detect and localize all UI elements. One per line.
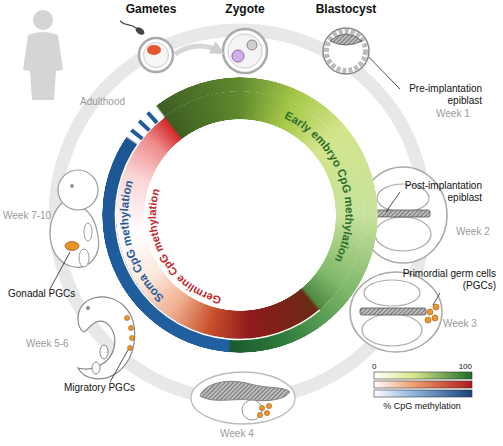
leader-line — [110, 350, 128, 382]
adult-figure — [33, 10, 53, 30]
ring-label: Soma CpG methylation — [118, 179, 166, 305]
callout-label: Pre-implantation epiblast — [388, 83, 482, 107]
cell-outline — [323, 28, 369, 74]
cell-outline — [228, 34, 262, 68]
week3-embryo — [362, 314, 422, 346]
cell-outline — [311, 17, 381, 75]
soma-ticks — [148, 113, 157, 123]
cell-outline — [247, 40, 257, 50]
week-label: Week 4 — [220, 428, 270, 440]
callout-label: Primordial germ cells (PGCs) — [386, 268, 496, 292]
week7-fetus — [84, 223, 92, 241]
week4-embryo — [191, 372, 295, 424]
week-label: Adulthood — [80, 96, 140, 108]
cell-outline — [134, 26, 146, 37]
week5-embryo — [130, 336, 135, 341]
stage-heading: Gametes — [115, 2, 187, 17]
week3-embryo — [350, 272, 442, 352]
week5-embryo — [125, 316, 130, 321]
legend-bar — [374, 372, 472, 379]
cycle-arrow — [175, 46, 221, 54]
week-label: Week 2 — [456, 226, 501, 238]
cell-outline — [223, 29, 267, 73]
week4-embryo — [200, 381, 290, 400]
week7-fetus — [50, 203, 99, 267]
week7-fetus — [50, 170, 99, 267]
leader-line — [50, 252, 70, 289]
week4-embryo — [191, 372, 295, 424]
week2-embryo — [375, 217, 431, 251]
week4-embryo — [242, 400, 262, 420]
ring-label: Early embryo CpG methylation — [283, 109, 356, 264]
week4-embryo — [257, 412, 262, 417]
week-label: Week 7-10 — [3, 210, 53, 222]
week-label: Week 3 — [443, 318, 493, 330]
cell-outline — [144, 43, 169, 68]
germline-embryo-band — [102, 77, 378, 353]
leader-line — [386, 192, 400, 212]
leader-line — [50, 42, 440, 382]
callout-label: Gonadal PGCs — [8, 288, 88, 300]
stage-heading: Zygote — [215, 2, 275, 17]
cell-outline — [120, 21, 136, 28]
cell-outline — [327, 32, 366, 71]
leader-line — [433, 293, 440, 305]
soma-ticks — [139, 121, 149, 130]
week3-embryo — [432, 315, 438, 321]
legend-tick: 0 — [372, 362, 392, 372]
week4-embryo — [259, 405, 264, 410]
legend-bar — [374, 372, 472, 397]
stage-heading: Blastocyst — [311, 2, 381, 17]
callout-label: Post-implantation epiblast — [388, 180, 482, 204]
cell-outline — [215, 17, 275, 75]
week7-fetus — [58, 170, 98, 210]
week4-embryo — [264, 410, 269, 415]
week3-embryo — [425, 304, 439, 323]
legend-title: % CpG methylation — [372, 401, 472, 412]
week5-embryo — [78, 297, 135, 379]
soma-ticks — [131, 113, 157, 139]
week5-embryo — [125, 316, 135, 351]
week-label: Week 1 — [436, 108, 486, 120]
week3-embryo — [433, 304, 439, 310]
legend-tick: 100 — [452, 362, 472, 372]
band-separator — [115, 117, 319, 339]
week5-embryo — [78, 297, 135, 379]
week3-embryo — [427, 309, 433, 315]
ring-label: Soma CpG methylation — [118, 179, 166, 305]
week4-embryo — [257, 403, 271, 417]
week-label: Week 5-6 — [26, 338, 76, 350]
cell-stage-node: Zygote — [215, 2, 275, 75]
week3-embryo — [350, 272, 442, 352]
week2-embryo — [376, 210, 430, 217]
adult-figure — [23, 10, 63, 100]
cell-outline — [147, 45, 161, 55]
week7-fetus — [65, 242, 79, 251]
week3-embryo — [364, 280, 420, 306]
cell-stage-node: Blastocyst — [311, 2, 381, 75]
ring-label: Early embryo CpG methylation — [283, 109, 356, 264]
week5-embryo — [129, 326, 134, 331]
week7-fetus — [79, 249, 89, 267]
week7-fetus — [70, 184, 74, 188]
cell-outline — [116, 17, 186, 75]
week5-embryo — [100, 345, 108, 359]
callout-label: Migratory PGCs — [64, 382, 154, 394]
cell-outline — [330, 34, 362, 45]
legend-bar — [374, 381, 472, 388]
week5-embryo — [86, 306, 90, 310]
adult-figure — [23, 32, 63, 100]
legend-bar — [374, 390, 472, 397]
week3-embryo — [425, 317, 431, 323]
cell-outline — [139, 38, 173, 72]
week3-embryo — [360, 308, 426, 315]
soma-ticks — [131, 130, 142, 139]
cell-stage-node: Gametes — [115, 2, 187, 75]
week4-embryo — [266, 403, 271, 408]
cell-outline — [232, 50, 244, 62]
week5-embryo — [128, 346, 133, 351]
week5-embryo — [92, 362, 100, 374]
